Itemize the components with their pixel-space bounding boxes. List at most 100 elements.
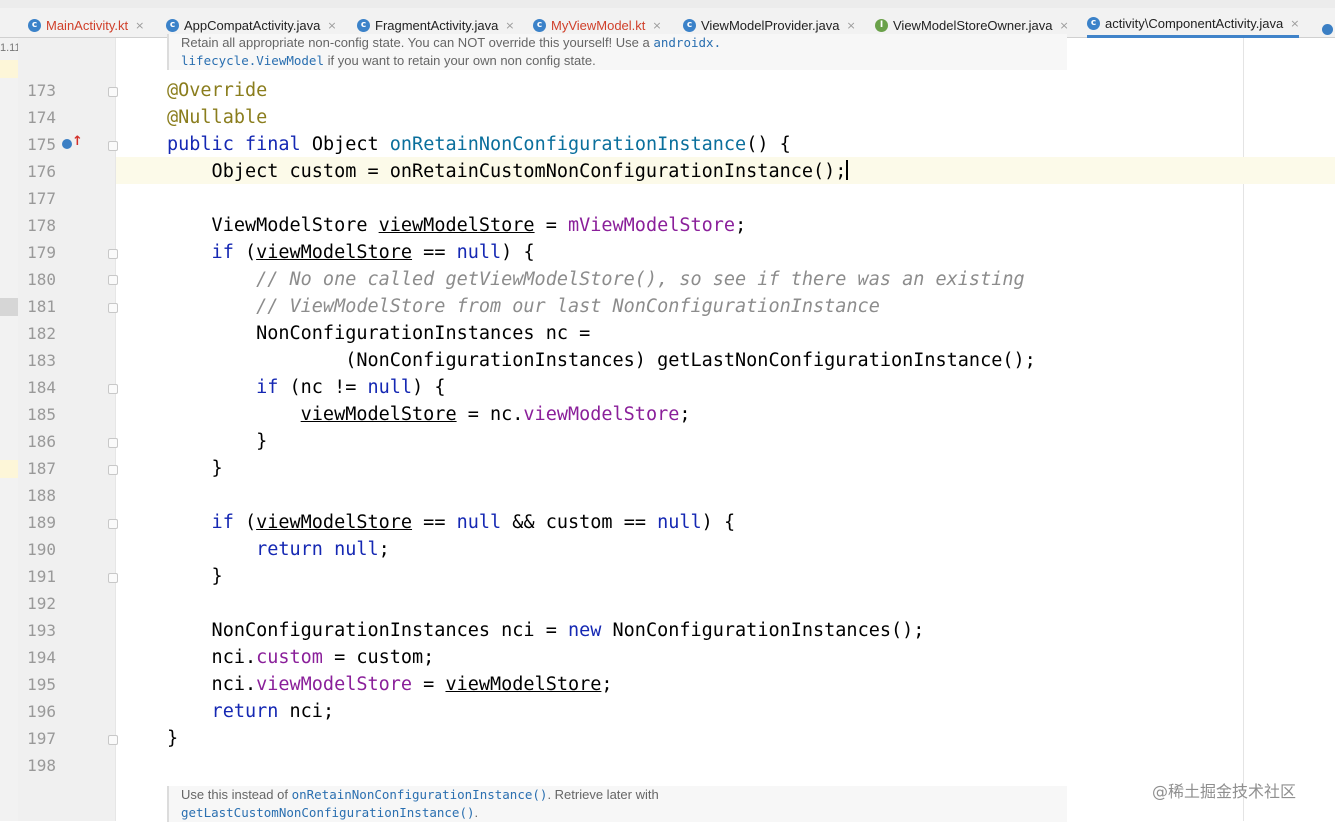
- code-text: ) {: [501, 242, 535, 263]
- watermark: @稀土掘金技术社区: [1152, 782, 1297, 801]
- code-line-181[interactable]: // ViewModelStore from our last NonConfi…: [167, 296, 880, 317]
- code-line-189[interactable]: if (viewModelStore == null && custom == …: [167, 509, 736, 536]
- code-line-186[interactable]: }: [167, 431, 268, 452]
- kotlin-class-icon: c: [28, 18, 41, 32]
- fold-marker[interactable]: [108, 384, 118, 394]
- code-line-173[interactable]: @Override: [167, 80, 268, 101]
- code-text: [323, 539, 334, 560]
- current-line-highlight: [116, 157, 1335, 184]
- close-tab-icon[interactable]: ×: [652, 18, 662, 32]
- tab-6[interactable]: I ViewModelStoreOwner.java ×: [875, 12, 1069, 38]
- java-interface-icon: I: [875, 18, 888, 32]
- line-number: 181: [27, 297, 56, 316]
- line-number: 196: [27, 702, 56, 721]
- code-text: ) {: [412, 377, 446, 398]
- code-line-191[interactable]: }: [167, 566, 223, 587]
- fold-marker[interactable]: [108, 438, 118, 448]
- code-line-180[interactable]: // No one called getViewModelStore(), so…: [167, 269, 1025, 290]
- code-text: (nc !=: [278, 377, 368, 398]
- text-caret: [846, 160, 849, 180]
- toolbar-strip: [0, 0, 1335, 8]
- fold-marker[interactable]: [108, 465, 118, 475]
- fold-marker[interactable]: [108, 303, 118, 313]
- code-line-184[interactable]: if (nc != null) {: [167, 374, 445, 401]
- code-line-197[interactable]: }: [167, 728, 179, 749]
- close-tab-icon[interactable]: ×: [1290, 17, 1300, 30]
- doc-code-link[interactable]: androidx.: [653, 35, 722, 50]
- left-strip-marker: [0, 298, 18, 316]
- line-number: 184: [27, 378, 56, 397]
- left-strip-marker: [0, 60, 18, 78]
- code-line-195[interactable]: nci.viewModelStore = viewModelStore;: [167, 671, 613, 698]
- code-text: ;: [735, 215, 747, 236]
- code-text: (: [233, 512, 257, 533]
- doc-code-link[interactable]: getLastCustomNonConfigurationInstance(): [181, 805, 475, 820]
- fold-marker[interactable]: [108, 735, 118, 745]
- fold-marker[interactable]: [108, 573, 118, 583]
- override-method-icon[interactable]: ↑: [62, 134, 83, 153]
- code-line-194[interactable]: nci.custom = custom;: [167, 644, 435, 671]
- code-line-190[interactable]: return null;: [167, 536, 390, 563]
- fold-marker[interactable]: [108, 249, 118, 259]
- line-number: 194: [27, 648, 56, 667]
- code-text: = nc.: [456, 404, 524, 425]
- doc-code-link[interactable]: onRetainNonConfigurationInstance(): [291, 787, 548, 802]
- code-line-176[interactable]: Object custom = onRetainCustomNonConfigu…: [167, 158, 849, 185]
- line-number: 189: [27, 513, 56, 532]
- code-line-185[interactable]: viewModelStore = nc.viewModelStore;: [167, 401, 691, 428]
- doc-text: Retain all appropriate non-config state.…: [181, 35, 654, 50]
- code-line-178[interactable]: ViewModelStore viewModelStore = mViewMod…: [167, 212, 747, 239]
- kotlin-class-icon: c: [533, 18, 546, 32]
- java-class-icon: c: [357, 18, 370, 32]
- code-line-174[interactable]: @Nullable: [167, 107, 268, 128]
- editor-gutter: [18, 38, 116, 821]
- code-line-175[interactable]: public final Object onRetainNonConfigura…: [167, 131, 791, 158]
- fold-marker[interactable]: [108, 519, 118, 529]
- code-line-183[interactable]: (NonConfigurationInstances) getLastNonCo…: [167, 350, 1036, 371]
- left-strip-marker: [0, 460, 18, 478]
- line-number: 175: [27, 135, 56, 154]
- tab-label: ViewModelStoreOwner.java: [893, 17, 1053, 33]
- keyword: null: [456, 512, 502, 533]
- code-text: nci.: [167, 647, 257, 668]
- code-text: nci;: [278, 701, 335, 722]
- variable: viewModelStore: [445, 674, 602, 695]
- fold-marker[interactable]: [108, 275, 118, 285]
- line-number: 187: [27, 459, 56, 478]
- close-tab-icon[interactable]: ×: [135, 18, 145, 32]
- code-line-182[interactable]: NonConfigurationInstances nc =: [167, 323, 591, 344]
- code-line-196[interactable]: return nci;: [167, 698, 335, 725]
- code-line-187[interactable]: }: [167, 458, 223, 479]
- line-number: 190: [27, 540, 56, 559]
- tab-overflow-icon[interactable]: [1322, 20, 1335, 35]
- line-number: 195: [27, 675, 56, 694]
- close-tab-icon[interactable]: ×: [327, 18, 337, 32]
- fold-marker[interactable]: [108, 87, 118, 97]
- fold-marker[interactable]: [108, 141, 118, 151]
- close-tab-icon[interactable]: ×: [1059, 18, 1069, 32]
- code-text: =: [534, 215, 568, 236]
- keyword: if: [167, 242, 234, 263]
- keyword: return: [167, 539, 323, 560]
- java-class-icon: c: [683, 18, 696, 32]
- code-line-193[interactable]: NonConfigurationInstances nci = new NonC…: [167, 617, 925, 644]
- close-tab-icon[interactable]: ×: [505, 18, 515, 32]
- tab-label: activity\ComponentActivity.java: [1105, 16, 1284, 31]
- code-line-179[interactable]: if (viewModelStore == null) {: [167, 239, 535, 266]
- close-tab-icon[interactable]: ×: [846, 18, 856, 32]
- code-text: && custom ==: [501, 512, 658, 533]
- doc-text: . Retrieve later with: [547, 787, 659, 802]
- doc-code-link[interactable]: lifecycle.ViewModel: [181, 53, 324, 68]
- variable: viewModelStore: [378, 215, 535, 236]
- code-text: ;: [679, 404, 691, 425]
- variable: viewModelStore: [256, 242, 413, 263]
- left-tool-strip: 1.11: [0, 38, 21, 821]
- keyword: public: [167, 134, 234, 155]
